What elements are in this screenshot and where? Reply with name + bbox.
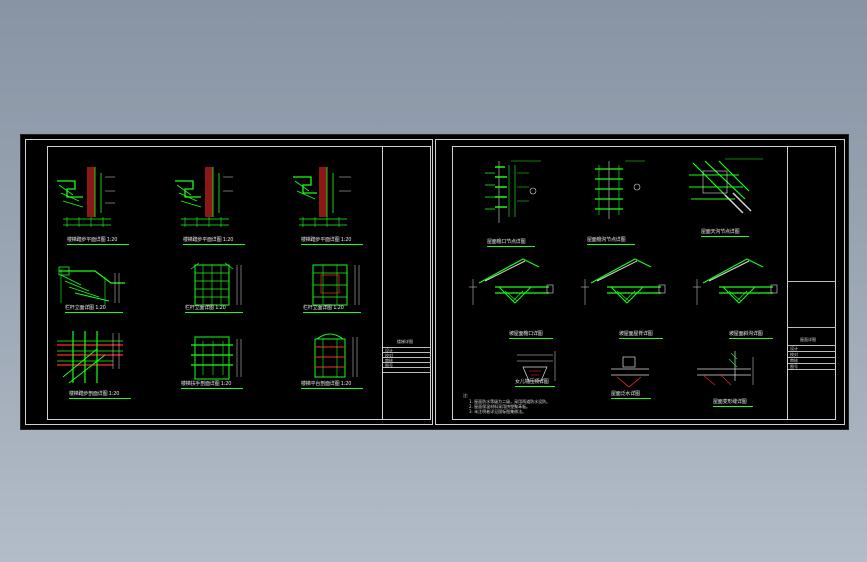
tb-row-label: 审核 xyxy=(790,358,798,363)
caption-underline xyxy=(701,236,749,237)
tb-line xyxy=(383,372,431,373)
tb-line xyxy=(788,357,836,358)
roof-gutter-node-detail[interactable] xyxy=(585,157,647,225)
drawing-caption: 屋面天沟节点详图 xyxy=(701,229,740,235)
caption-underline xyxy=(611,398,651,399)
tb-line xyxy=(788,281,836,282)
tb-row-label: 审核 xyxy=(385,358,393,363)
sheet-2-inner-border: 屋面详图 设计 校对 审核 图号 xyxy=(452,146,836,420)
caption-underline xyxy=(487,246,535,247)
drawing-caption: 栏杆立面详图 1:20 xyxy=(303,305,344,311)
pitched-roof-eave-detail[interactable] xyxy=(465,253,561,313)
tb-line xyxy=(788,327,836,328)
railing-elevation-detail-2[interactable] xyxy=(185,259,255,311)
caption-underline xyxy=(303,312,361,313)
stair-tread-detail-3[interactable] xyxy=(289,163,359,233)
tb-row-label: 图号 xyxy=(790,364,798,369)
drawing-caption: 坡屋面屋脊详图 xyxy=(619,331,653,337)
caption-underline xyxy=(729,338,773,339)
tb-line xyxy=(788,345,836,346)
stair-tread-detail-2[interactable] xyxy=(171,163,241,233)
sheet-2-titleblock-title: 屋面详图 xyxy=(800,337,816,342)
tb-row-label: 校对 xyxy=(790,352,798,357)
tb-line xyxy=(383,367,431,368)
railing-elevation-detail-3[interactable] xyxy=(303,259,373,311)
handrail-section-detail[interactable] xyxy=(185,331,255,387)
parapet-coping-detail[interactable] xyxy=(513,347,563,395)
tb-line xyxy=(383,357,431,358)
drawing-caption: 女儿墙压顶详图 xyxy=(515,379,549,385)
railing-elevation-detail-1[interactable] xyxy=(55,263,135,311)
caption-underline xyxy=(509,338,553,339)
drawing-caption: 楼梯踏步平面详图 1:20 xyxy=(301,237,352,243)
sheet-1-titleblock-title: 楼梯详图 xyxy=(397,339,413,344)
drawing-caption: 楼梯扶手剖面详图 1:20 xyxy=(181,381,232,387)
caption-underline xyxy=(301,388,363,389)
notes-line: 2. 屋面保温材料采用挤塑聚苯板。 xyxy=(469,404,531,409)
stair-section-detail[interactable] xyxy=(53,325,133,389)
caption-underline xyxy=(713,406,753,407)
drawing-caption: 坡屋面斜沟详图 xyxy=(729,331,763,337)
drawing-caption: 坡屋面檐口详图 xyxy=(509,331,543,337)
roof-expansion-joint-detail[interactable] xyxy=(691,347,761,395)
sheet-1-titleblock: 楼梯详图 设计 校对 审核 图号 xyxy=(382,147,431,419)
caption-underline xyxy=(515,386,555,387)
roof-valley-node-detail[interactable] xyxy=(679,155,769,225)
tb-line xyxy=(383,352,431,353)
tb-line xyxy=(788,369,836,370)
sheet-1-inner-border: 楼梯详图 设计 校对 审核 图号 xyxy=(47,146,431,420)
notes-heading: 注: xyxy=(463,393,469,398)
caption-underline xyxy=(69,398,131,399)
drawing-caption: 屋面檐沟节点详图 xyxy=(587,237,626,243)
drawing-caption: 栏杆立面详图 1:20 xyxy=(65,305,106,311)
tb-line xyxy=(788,351,836,352)
roof-flashing-detail[interactable] xyxy=(607,353,657,393)
sheet-1-frame[interactable]: 楼梯详图 设计 校对 审核 图号 xyxy=(25,139,433,425)
tb-line xyxy=(383,347,431,348)
caption-underline xyxy=(619,338,663,339)
tb-line xyxy=(383,362,431,363)
caption-underline xyxy=(183,244,245,245)
drawing-caption: 楼梯踏步平面详图 1:20 xyxy=(67,237,118,243)
notes-line: 1. 屋面防水等级为二级，采用两道防水设防。 xyxy=(469,399,551,404)
pitched-roof-ridge-detail[interactable] xyxy=(577,253,673,313)
caption-underline xyxy=(185,312,243,313)
tb-line xyxy=(788,363,836,364)
sheet-2-titleblock: 屋面详图 设计 校对 审核 图号 xyxy=(787,147,836,419)
tb-row-label: 设计 xyxy=(385,348,393,353)
roof-eave-node-detail[interactable] xyxy=(481,157,543,229)
drawing-caption: 栏杆立面详图 1:20 xyxy=(185,305,226,311)
drawing-caption: 楼梯踏步平面详图 1:20 xyxy=(183,237,234,243)
caption-underline xyxy=(181,388,243,389)
landing-section-detail[interactable] xyxy=(303,329,373,387)
drawing-caption: 楼梯平台剖面详图 1:20 xyxy=(301,381,352,387)
stair-tread-detail-1[interactable] xyxy=(53,163,123,233)
drawing-caption: 屋面檐口节点详图 xyxy=(487,239,526,245)
tb-row-label: 图号 xyxy=(385,363,393,368)
notes-line: 3. 未注明者详见国标图集做法。 xyxy=(469,409,527,414)
drawing-caption: 屋面变形缝详图 xyxy=(713,399,747,405)
cad-model-space[interactable]: 楼梯详图 设计 校对 审核 图号 xyxy=(20,134,849,430)
tb-row-label: 校对 xyxy=(385,353,393,358)
caption-underline xyxy=(587,244,635,245)
caption-underline xyxy=(301,244,363,245)
caption-underline xyxy=(67,244,129,245)
drawing-caption: 屋面泛水详图 xyxy=(611,391,640,397)
tb-row-label: 设计 xyxy=(790,346,798,351)
sheet-2-frame[interactable]: 屋面详图 设计 校对 审核 图号 xyxy=(435,139,845,425)
pitched-roof-valley-detail[interactable] xyxy=(689,253,785,313)
caption-underline xyxy=(65,312,123,313)
drawing-caption: 楼梯踏步剖面详图 1:20 xyxy=(69,391,120,397)
